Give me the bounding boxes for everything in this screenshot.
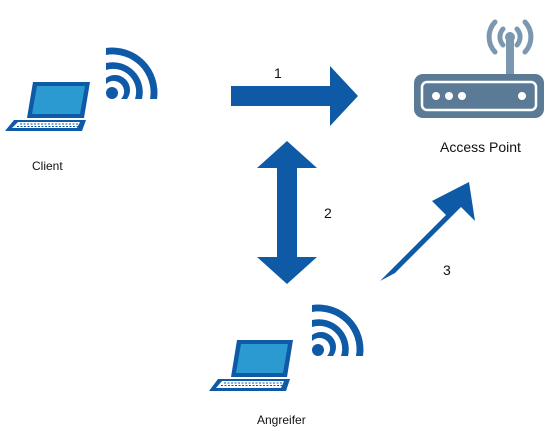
arrow-client-attacker	[257, 141, 317, 284]
attacker-label: Angreifer	[257, 413, 306, 427]
arrow-3-number: 3	[443, 262, 451, 278]
client-wifi-signal-icon	[106, 47, 158, 99]
arrow-attacker-to-ap	[380, 182, 475, 281]
arrow-1-number: 1	[274, 65, 282, 81]
attacker-laptop-icon	[209, 340, 293, 391]
client-label: Client	[32, 159, 63, 173]
arrow-client-to-ap	[231, 66, 358, 126]
router-icon	[414, 19, 544, 118]
access-point-label: Access Point	[440, 139, 521, 155]
arrow-2-number: 2	[324, 205, 332, 221]
client-laptop-icon	[5, 82, 90, 131]
attacker-wifi-signal-icon	[312, 304, 364, 356]
